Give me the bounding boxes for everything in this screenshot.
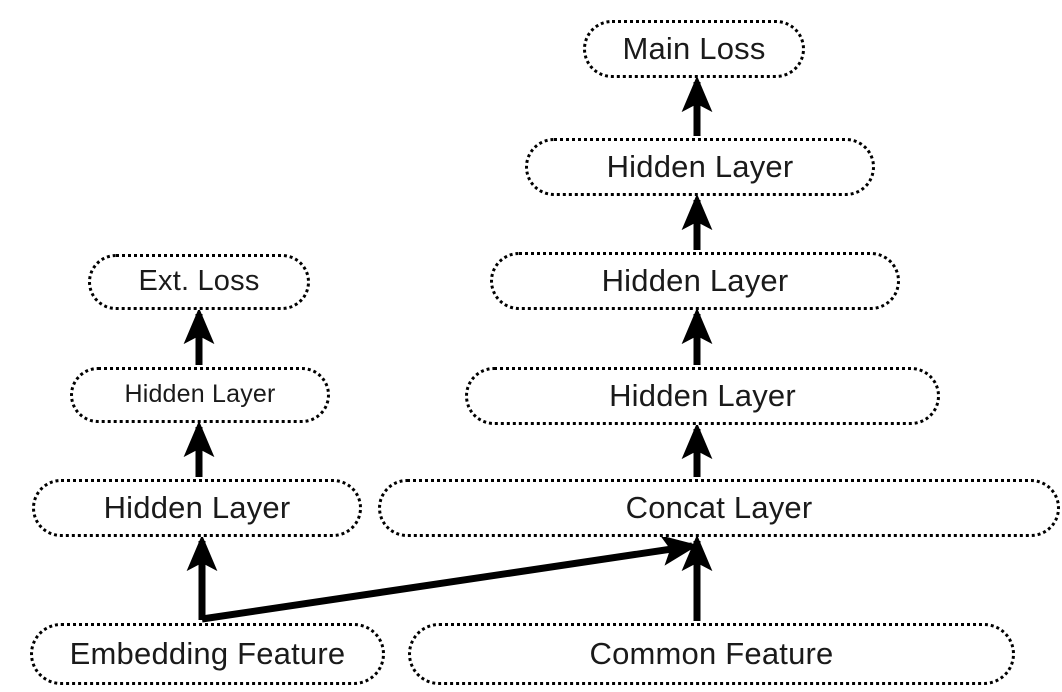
edge-embedding-to-concat (201, 535, 699, 623)
node-main-hidden-2: Hidden Layer (490, 252, 900, 310)
node-label-ext-hidden-2: Hidden Layer (124, 379, 276, 408)
node-label-main-hidden-3: Hidden Layer (606, 148, 794, 184)
node-label-concat-layer: Concat Layer (625, 489, 813, 525)
node-ext-hidden-1: Hidden Layer (32, 479, 362, 537)
node-embedding-feature: Embedding Feature (30, 623, 385, 685)
node-main-loss: Main Loss (583, 20, 805, 78)
node-label-main-hidden-2: Hidden Layer (601, 262, 789, 298)
node-main-hidden-1: Hidden Layer (465, 367, 940, 425)
node-ext-hidden-2: Hidden Layer (70, 367, 330, 423)
node-common-feature: Common Feature (408, 623, 1015, 685)
node-main-hidden-3: Hidden Layer (525, 138, 875, 196)
node-ext-loss: Ext. Loss (88, 254, 310, 310)
node-label-main-loss: Main Loss (622, 30, 766, 66)
node-concat-layer: Concat Layer (378, 479, 1060, 537)
node-label-embedding-feature: Embedding Feature (69, 635, 346, 671)
node-label-common-feature: Common Feature (589, 635, 834, 671)
node-label-ext-hidden-1: Hidden Layer (103, 489, 291, 525)
node-label-ext-loss: Ext. Loss (138, 264, 260, 297)
node-label-main-hidden-1: Hidden Layer (609, 377, 796, 413)
